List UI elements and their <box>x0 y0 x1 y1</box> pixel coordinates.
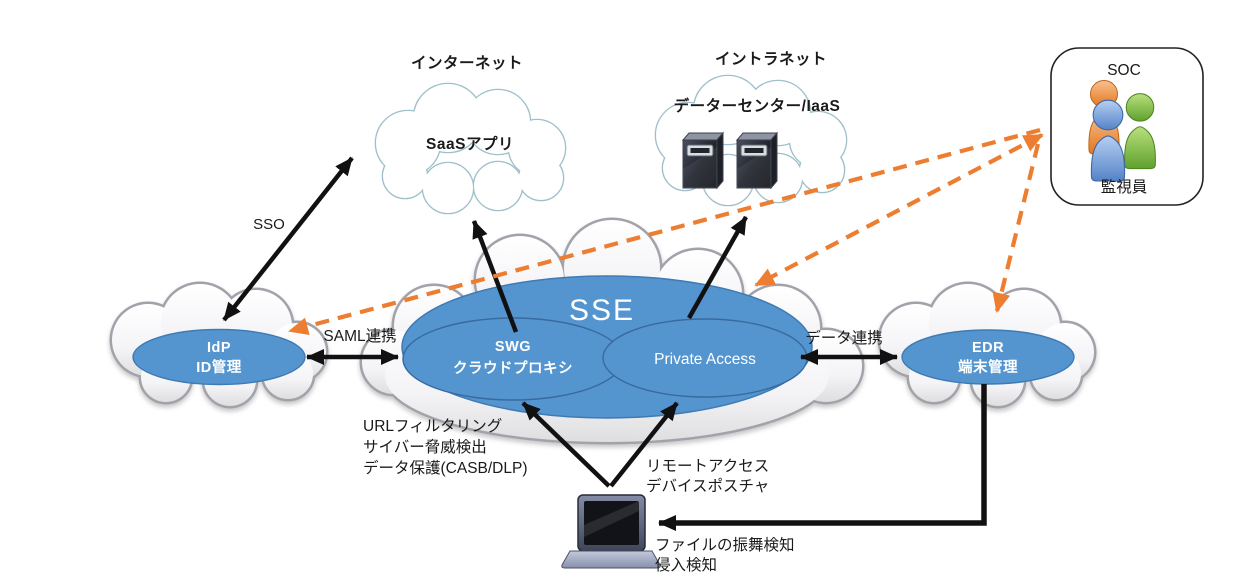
endpoint-laptop-icon <box>561 494 661 569</box>
sse-title: SSE <box>569 294 635 327</box>
soc-to-idp-dashed <box>288 127 1041 336</box>
endpoint-function-line: 侵入検知 <box>655 556 717 574</box>
idp-label-line2: ID管理 <box>196 358 242 376</box>
pa-function-line: デバイスポスチャ <box>646 476 769 495</box>
edr-label-line1: EDR <box>972 340 1004 356</box>
internet-label: インターネット <box>411 54 523 72</box>
pa-to-intranet-arrow <box>687 215 748 320</box>
saas-label: SaaSアプリ <box>426 134 514 153</box>
swg-function-line: URLフィルタリング <box>363 417 502 435</box>
endpoint-function-line: ファイルの振舞検知 <box>655 536 795 554</box>
edr-to-laptop-arrow <box>658 384 987 531</box>
soc-monitoring-links <box>288 127 1044 336</box>
soc-to-edr-dashed <box>992 143 1041 313</box>
soc-role-label: 監視員 <box>1101 178 1148 196</box>
soc-to-sse-dashed <box>754 133 1044 287</box>
idp-ellipse <box>132 328 306 386</box>
datacenter-label: データーセンター/IaaS <box>674 96 841 115</box>
private-access-label: Private Access <box>654 351 756 368</box>
sso-link-label: SSO <box>253 216 285 233</box>
swg-function-line: データ保護(CASB/DLP) <box>363 458 528 477</box>
data-link-label: データ連携 <box>805 328 883 347</box>
sso-arrow <box>222 156 354 322</box>
swg-label-line2: クラウドプロキシ <box>453 360 573 377</box>
swg-functions-note: URLフィルタリング サイバー脅威検出 データ保護(CASB/DLP) <box>363 417 528 477</box>
soc-title: SOC <box>1107 62 1141 79</box>
swg-label-line1: SWG <box>495 339 531 355</box>
idp-label-line1: IdP <box>207 340 231 356</box>
edr-ellipse <box>901 329 1075 385</box>
swg-function-line: サイバー脅威検出 <box>363 438 487 456</box>
edr-label-line2: 端末管理 <box>958 358 1018 376</box>
intranet-label: イントラネット <box>715 50 827 68</box>
saml-link-label: SAML連携 <box>323 327 396 345</box>
soc-box <box>1050 47 1204 206</box>
pa-function-line: リモートアクセス <box>646 457 769 475</box>
endpoint-functions-note: ファイルの振舞検知 侵入検知 <box>655 536 795 574</box>
laptop-to-swg-arrow <box>521 401 611 488</box>
private-access-functions-note: リモートアクセス デバイスポスチャ <box>646 457 769 495</box>
laptop-to-pa-arrow <box>609 401 679 488</box>
